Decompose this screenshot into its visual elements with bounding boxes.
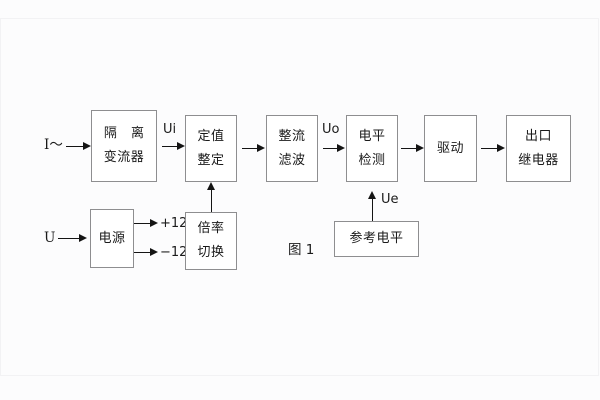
connector-current-to-isolation	[66, 146, 84, 147]
box-isolation-transformer[interactable]: 隔 离 变流器	[91, 110, 157, 182]
signal-label-uo: Uo	[322, 122, 340, 137]
box-level-detection-line-1: 电平	[358, 128, 386, 144]
box-power-supply[interactable]: 电源	[90, 209, 134, 268]
box-driver[interactable]: 驱动	[424, 115, 477, 182]
connector-rectifier-to-level	[323, 148, 338, 149]
voltage-input-label: U	[44, 230, 56, 246]
connector-rail-negative	[134, 252, 151, 253]
box-output-relay[interactable]: 出口 继电器	[506, 115, 571, 182]
signal-label-ui: Ui	[163, 122, 177, 137]
connector-isolation-to-setting	[162, 146, 178, 147]
box-rectifier-filter[interactable]: 整流 滤波	[266, 115, 318, 182]
arrowhead-level-to-driver	[416, 143, 424, 152]
box-isolation-transformer-line-1: 隔 离	[103, 126, 150, 142]
signal-label-ue: Ue	[381, 192, 399, 207]
arrowhead-rail-positive	[150, 218, 158, 227]
connector-multiplier-to-setting	[211, 189, 212, 212]
box-level-detection[interactable]: 电平 检测	[346, 115, 398, 182]
arrowhead-voltage-to-power	[79, 233, 87, 242]
current-input-label: I～	[44, 137, 63, 153]
connector-voltage-to-power	[58, 238, 80, 239]
box-setting-value-line-2: 整定	[197, 152, 225, 168]
connector-rail-positive	[134, 223, 151, 224]
arrowhead-setting-to-rectifier	[257, 143, 265, 152]
connector-level-to-driver	[401, 148, 417, 149]
box-reference-level-line-1: 参考电平	[349, 231, 404, 247]
box-output-relay-line-2: 继电器	[518, 152, 559, 168]
box-setting-value[interactable]: 定值 整定	[185, 115, 237, 182]
box-driver-line-1: 驱动	[436, 140, 464, 156]
box-isolation-transformer-line-2: 变流器	[103, 150, 145, 165]
box-multiplier-switch-line-1: 倍率	[197, 221, 225, 237]
connector-driver-to-relay	[481, 148, 498, 149]
arrowhead-reference-to-level	[368, 191, 376, 199]
box-reference-level[interactable]: 参考电平	[334, 221, 419, 257]
box-setting-value-line-1: 定值	[197, 128, 225, 144]
box-output-relay-line-1: 出口	[524, 128, 552, 144]
connector-setting-to-rectifier	[242, 148, 258, 149]
connector-reference-to-level	[372, 198, 373, 221]
box-level-detection-line-2: 检测	[358, 152, 386, 168]
diagram-frame	[0, 18, 599, 376]
box-multiplier-switch[interactable]: 倍率 切换	[185, 212, 237, 270]
box-multiplier-switch-line-2: 切换	[197, 245, 225, 260]
arrowhead-rectifier-to-level	[337, 143, 345, 152]
box-rectifier-filter-line-2: 滤波	[278, 152, 306, 168]
box-power-supply-line-1: 电源	[98, 230, 126, 246]
arrowhead-current-to-isolation	[83, 141, 91, 150]
arrowhead-driver-to-relay	[497, 143, 505, 152]
arrowhead-rail-negative	[150, 247, 158, 256]
arrowhead-isolation-to-setting	[177, 141, 185, 150]
arrowhead-multiplier-to-setting	[207, 182, 215, 190]
box-rectifier-filter-line-1: 整流	[278, 128, 306, 144]
figure-caption: 图 1	[288, 242, 315, 258]
